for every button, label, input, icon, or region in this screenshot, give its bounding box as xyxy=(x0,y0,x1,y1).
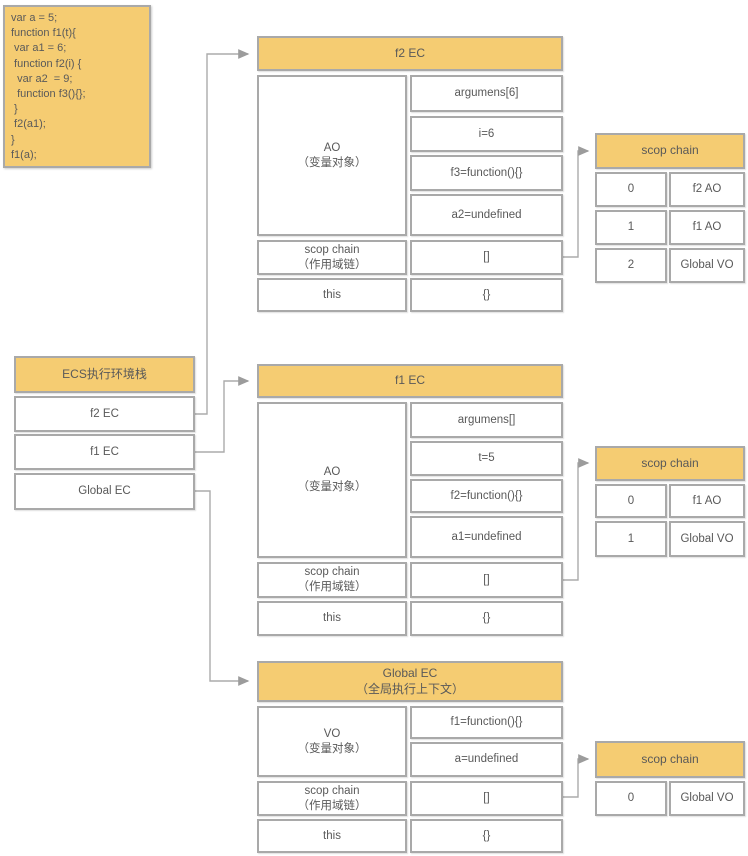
f2-scopechain-row2-value: Global VO xyxy=(669,248,745,283)
f1-scopechain-header: scop chain xyxy=(595,446,745,481)
f1-scopechain-row1-value: Global VO xyxy=(669,521,745,557)
f2-ao-label: AO xyxy=(323,141,341,154)
connector-stack-to-f1ec xyxy=(195,376,250,453)
f1-scope-chain-label-cell: scop chain （作用域链） xyxy=(257,562,407,598)
f2-scopechain-row2-index: 2 xyxy=(595,248,667,283)
global-scope-chain-note: （作用域链） xyxy=(297,799,367,812)
global-this-value: {} xyxy=(410,819,563,853)
f2-this-value: {} xyxy=(410,278,563,312)
source-code-block: var a = 5; function f1(t){ var a1 = 6; f… xyxy=(3,5,151,168)
f1-this-label: this xyxy=(257,601,407,636)
ecs-stack-header: ECS执行环境栈 xyxy=(14,356,195,393)
global-scope-chain-label-cell: scop chain （作用域链） xyxy=(257,781,407,816)
f2-entry-arguments: argumens[6] xyxy=(410,75,563,112)
global-scopechain-row0-value: Global VO xyxy=(669,781,745,816)
connector-stack-to-f2ec xyxy=(195,49,250,415)
global-scopechain-header: scop chain xyxy=(595,741,745,778)
ecs-stack-item-f1: f1 EC xyxy=(14,434,195,470)
f1-ec-header: f1 EC xyxy=(257,364,563,398)
f2-this-label: this xyxy=(257,278,407,312)
global-ec-subtitle: （全局执行上下文） xyxy=(355,681,464,696)
f1-scopechain-row0-value: f1 AO xyxy=(669,484,745,518)
global-vo-note: （变量对象） xyxy=(297,742,367,755)
ecs-stack-item-f2: f2 EC xyxy=(14,396,195,432)
global-scope-chain-label: scop chain xyxy=(304,784,360,797)
f1-entry-arguments: argumens[] xyxy=(410,402,563,438)
f2-ao-note: （变量对象） xyxy=(297,156,367,169)
f2-scopechain-row0-value: f2 AO xyxy=(669,172,745,207)
global-scope-chain-value: [] xyxy=(410,781,563,816)
global-vo-label: VO xyxy=(323,727,341,740)
ecs-stack-item-global: Global EC xyxy=(14,473,195,510)
global-entry-a: a=undefined xyxy=(410,742,563,777)
f1-entry-a1: a1=undefined xyxy=(410,516,563,558)
f1-scope-chain-value: [] xyxy=(410,562,563,598)
f2-entry-i: i=6 xyxy=(410,116,563,152)
f1-ao-note: （变量对象） xyxy=(297,481,367,493)
global-this-label: this xyxy=(257,819,407,853)
f1-scope-chain-label: scop chain xyxy=(304,566,360,579)
global-entry-f1: f1=function(){} xyxy=(410,706,563,739)
f2-scopechain-row0-index: 0 xyxy=(595,172,667,207)
f2-scope-chain-note: （作用域链） xyxy=(297,258,367,271)
f1-scopechain-row0-index: 0 xyxy=(595,484,667,518)
f1-scopechain-row1-index: 1 xyxy=(595,521,667,557)
f2-entry-a2: a2=undefined xyxy=(410,194,563,236)
f1-ao-label: AO xyxy=(323,466,341,479)
f2-scopechain-header: scop chain xyxy=(595,133,745,169)
f2-scopechain-row1-index: 1 xyxy=(595,210,667,245)
f2-ec-header: f2 EC xyxy=(257,36,563,71)
f2-scope-chain-value: [] xyxy=(410,240,563,275)
connector-f1-to-scopechain xyxy=(563,458,590,581)
f1-entry-t: t=5 xyxy=(410,441,563,476)
global-scopechain-row0-index: 0 xyxy=(595,781,667,816)
f1-entry-f2: f2=function(){} xyxy=(410,479,563,513)
f2-entry-f3: f3=function(){} xyxy=(410,155,563,191)
global-vo-cell: VO （变量对象） xyxy=(257,706,407,777)
global-ec-header: Global EC （全局执行上下文） xyxy=(257,661,563,702)
connector-global-to-scopechain xyxy=(563,754,590,798)
f2-scope-chain-label: scop chain xyxy=(304,243,360,256)
f1-ao-cell: AO （变量对象） xyxy=(257,402,407,558)
f1-scope-chain-note: （作用域链） xyxy=(297,581,367,593)
f2-scopechain-row1-value: f1 AO xyxy=(669,210,745,245)
f2-scope-chain-label-cell: scop chain （作用域链） xyxy=(257,240,407,275)
f1-this-value: {} xyxy=(410,601,563,636)
f2-ao-cell: AO （变量对象） xyxy=(257,75,407,236)
connector-f2-to-scopechain xyxy=(563,146,590,258)
connector-stack-to-globalec xyxy=(195,490,250,686)
global-ec-title: Global EC xyxy=(382,665,438,680)
